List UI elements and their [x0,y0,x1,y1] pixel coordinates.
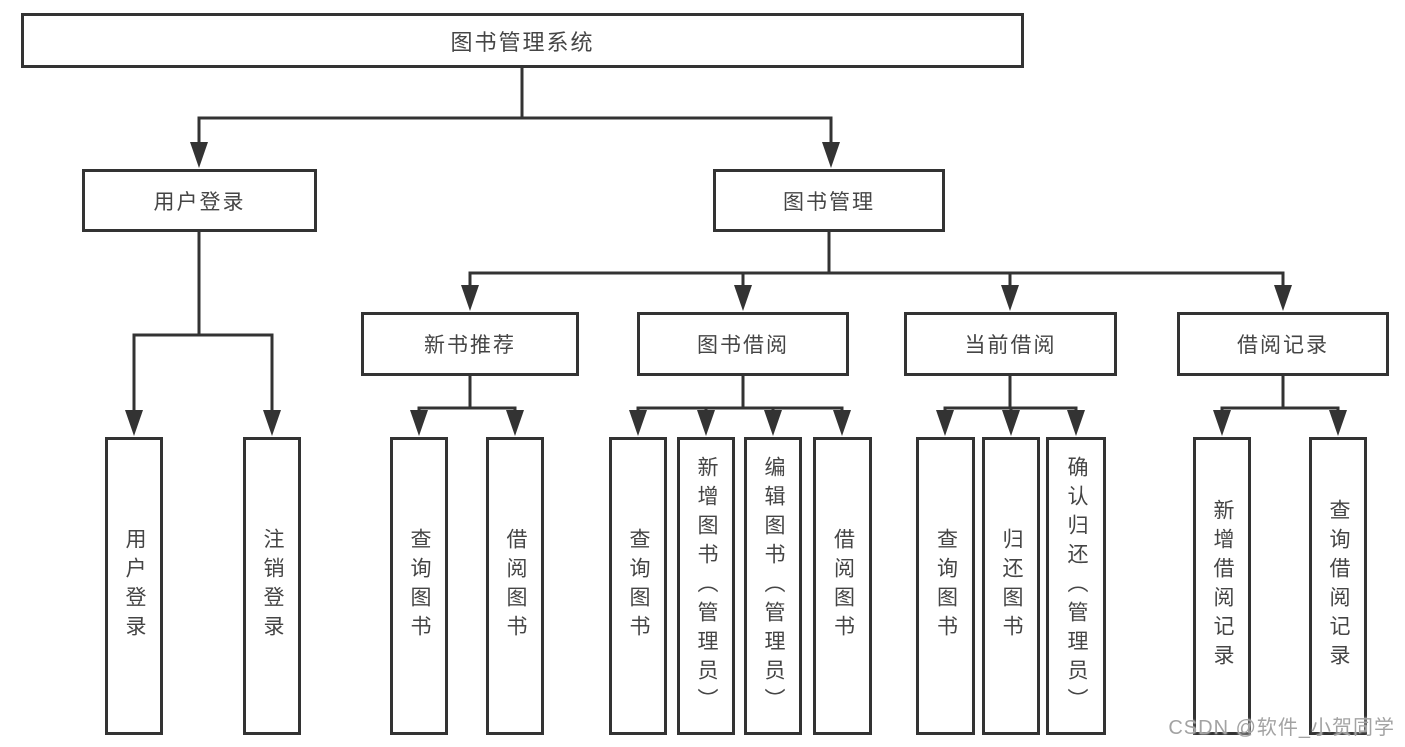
leaf-confirm-return-admin: 确认归还（管理员） [1046,437,1106,735]
leaf-borrow-books-borrowing: 借阅图书 [813,437,872,735]
leaf-query-books-borrowing: 查询图书 [609,437,667,735]
leaf-query-books-recommend: 查询图书 [390,437,448,735]
node-library-management-system: 图书管理系统 [21,13,1024,68]
leaf-borrow-books-recommend: 借阅图书 [486,437,544,735]
node-user-login: 用户登录 [82,169,317,232]
node-borrowing-records: 借阅记录 [1177,312,1389,376]
leaf-edit-books-admin: 编辑图书（管理员） [744,437,802,735]
leaf-query-borrow-record: 查询借阅记录 [1309,437,1367,735]
connector-edges [132,68,1340,412]
leaf-return-books: 归还图书 [982,437,1040,735]
node-book-management: 图书管理 [713,169,945,232]
node-new-book-recommend: 新书推荐 [361,312,579,376]
leaf-user-login: 用户登录 [105,437,163,735]
csdn-watermark: CSDN @软件_小贺同学 [1168,717,1395,739]
leaf-query-books-current: 查询图书 [916,437,975,735]
leaf-logout: 注销登录 [243,437,301,735]
leaf-add-books-admin: 新增图书（管理员） [677,437,735,735]
node-book-borrowing: 图书借阅 [637,312,849,376]
arrowheads [125,142,1347,436]
node-current-borrowing: 当前借阅 [904,312,1117,376]
leaf-add-borrow-record: 新增借阅记录 [1193,437,1251,735]
